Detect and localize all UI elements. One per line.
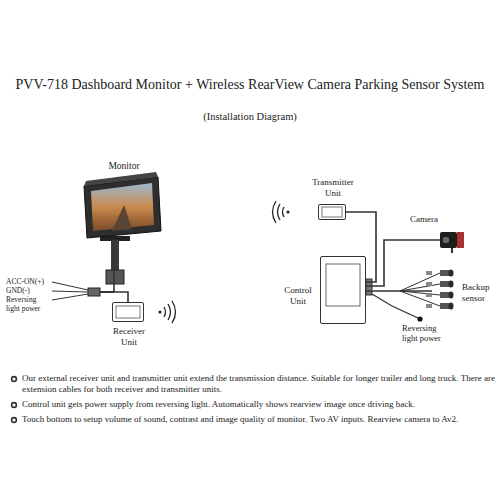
node-label: Backup sensor (462, 282, 500, 304)
acc-wire (52, 282, 88, 290)
cable-connector (106, 270, 124, 284)
node-label: Receiver Unit (106, 326, 152, 348)
gnd-wire (52, 291, 88, 292)
control-panel (326, 264, 360, 306)
diagram-title: PVV-718 Dashboard Monitor + Wireless Rea… (0, 77, 500, 94)
sensor-wire (400, 284, 440, 291)
camera-body (440, 232, 457, 248)
harness-plug (88, 288, 100, 296)
wireless-wave (172, 301, 176, 323)
wire-label: Reversing light power (402, 323, 454, 343)
cable-connector (346, 212, 376, 282)
sensor-wire (400, 273, 440, 291)
sensor-plug (426, 282, 432, 286)
transmitter-panel (322, 207, 342, 217)
sensor-head (449, 270, 454, 277)
wireless-wave (164, 307, 166, 317)
cable-connector (366, 240, 440, 286)
camera-mount (451, 248, 453, 253)
power-wire (372, 294, 418, 318)
sensor-group: Backup sensor (432, 269, 456, 313)
receiver-panel (116, 306, 140, 318)
node-label: Transmitter Unit (305, 177, 361, 199)
monitor-frame (84, 177, 161, 238)
bullet-mark (12, 377, 17, 382)
wire-label: GND(-) (6, 286, 56, 295)
monitor-screen (91, 183, 154, 231)
wireless-wave (168, 304, 171, 320)
wireless-dot (158, 310, 161, 313)
note-text: Touch bottom to setup volume of sound, c… (22, 414, 496, 425)
reverse-wire (52, 294, 88, 300)
screen-road (112, 205, 132, 231)
monitor-stand (111, 240, 119, 271)
transmitter-box: Transmitter Unit (318, 204, 346, 220)
camera-lens (442, 236, 450, 244)
sensor-plug (426, 271, 432, 275)
cable-connector (366, 290, 432, 292)
camera-back (457, 232, 464, 248)
control-box: Control Unit (320, 256, 366, 324)
monitor-visor (84, 172, 158, 186)
wireless-dot (286, 210, 289, 213)
node-label: Monitor (74, 161, 174, 172)
sensor-plug (426, 293, 432, 297)
harness-connector (366, 279, 372, 295)
sensor-head (449, 303, 454, 310)
bullet-mark (12, 418, 17, 423)
note-text: Our external receiver unit and transmitt… (22, 373, 496, 395)
sensor-wire (400, 291, 440, 306)
diagram-subtitle: (Installation Diagram) (0, 111, 500, 124)
wire-label: Reversing light power (6, 295, 50, 313)
camera-unit: Camera (440, 232, 464, 248)
node-label: Control Unit (279, 285, 317, 307)
wire-label: ACC-ON(+) (6, 277, 56, 286)
wireless-wave (273, 201, 277, 223)
power-terminal (417, 316, 422, 321)
note-text: Control unit gets power supply from reve… (22, 399, 496, 410)
bullet-mark (12, 403, 17, 408)
sensor-plug (426, 304, 432, 308)
monitor-unit: Monitor (84, 177, 162, 238)
node-label: Camera (404, 214, 444, 225)
wireless-wave (283, 207, 285, 217)
sensor-head (449, 292, 454, 299)
wireless-wave (278, 204, 281, 220)
receiver-box: Receiver Unit (112, 302, 144, 322)
sensor-head (449, 281, 454, 288)
cable-connector (114, 238, 128, 302)
